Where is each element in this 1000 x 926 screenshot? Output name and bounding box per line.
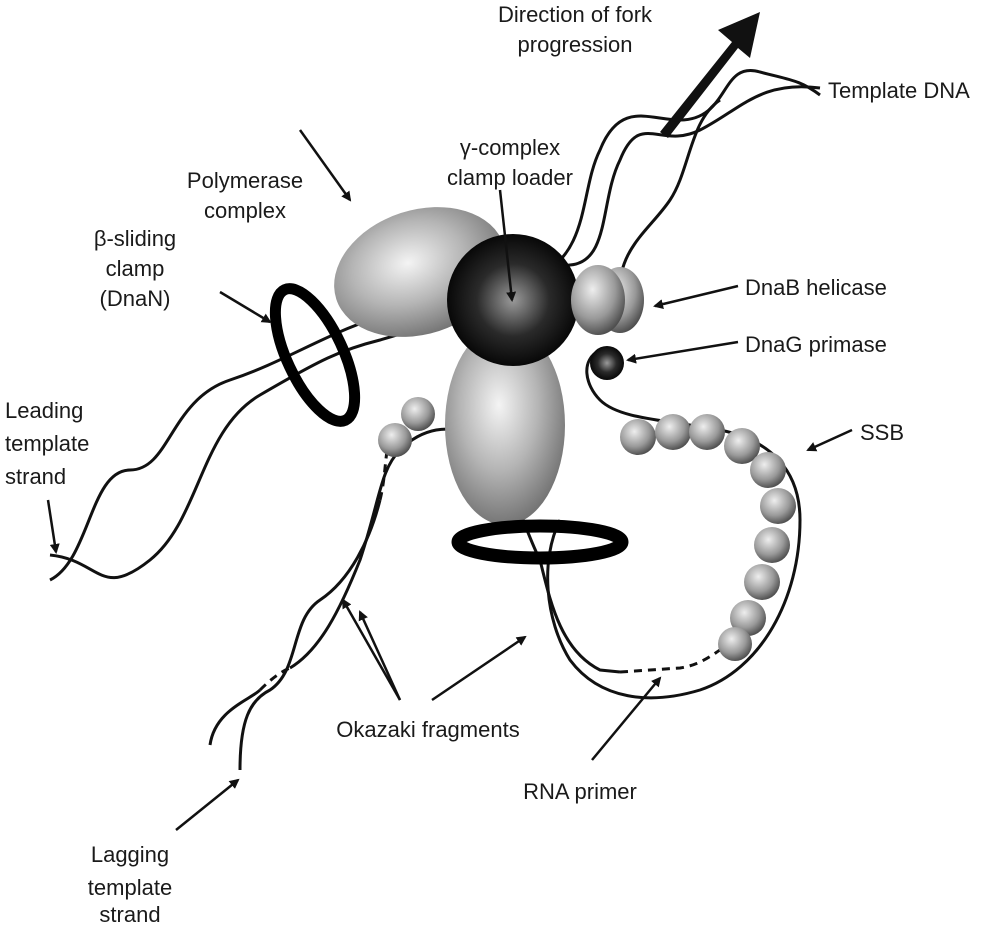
fork-direction-arrow-icon [660, 12, 760, 138]
polymerase-label-2: complex [204, 198, 286, 223]
polymerase-label-1: Polymerase [187, 168, 303, 193]
primase-label: DnaG primase [745, 332, 887, 357]
fork-direction-label-1: Direction of fork [498, 2, 653, 27]
lagging-label-3: strand [99, 902, 160, 926]
okazaki-label: Okazaki fragments [336, 717, 519, 742]
lagging-label-2: template [88, 875, 172, 900]
fork-direction-label-2: progression [518, 32, 633, 57]
sliding-clamp-label-1: β-sliding [94, 226, 176, 251]
label-arrows [46, 129, 853, 831]
leading-label-2: template [5, 431, 89, 456]
leading-label-3: strand [5, 464, 66, 489]
template-dna-label: Template DNA [828, 78, 970, 103]
lagging-strand-dna [208, 348, 802, 771]
dnag-primase [590, 346, 624, 380]
polymerase-lower-lobe [445, 325, 565, 525]
clamp-loader-label-2: clamp loader [447, 165, 573, 190]
clamp-loader-label-1: γ-complex [460, 135, 560, 160]
rna-primer-label: RNA primer [523, 779, 637, 804]
leading-label-1: Leading [5, 398, 83, 423]
helicase-label: DnaB helicase [745, 275, 887, 300]
ssb-proteins [378, 397, 796, 661]
beta-sliding-clamp-ring [269, 283, 361, 427]
sliding-clamp-label-2: clamp [106, 256, 165, 281]
sliding-clamp-label-3: (DnaN) [100, 286, 171, 311]
clamp-loader-sphere [447, 234, 579, 366]
dnab-helicase-front [571, 265, 625, 335]
lagging-label-1: Lagging [91, 842, 169, 867]
ssb-label: SSB [860, 420, 904, 445]
lower-sliding-clamp-ring [451, 519, 629, 565]
